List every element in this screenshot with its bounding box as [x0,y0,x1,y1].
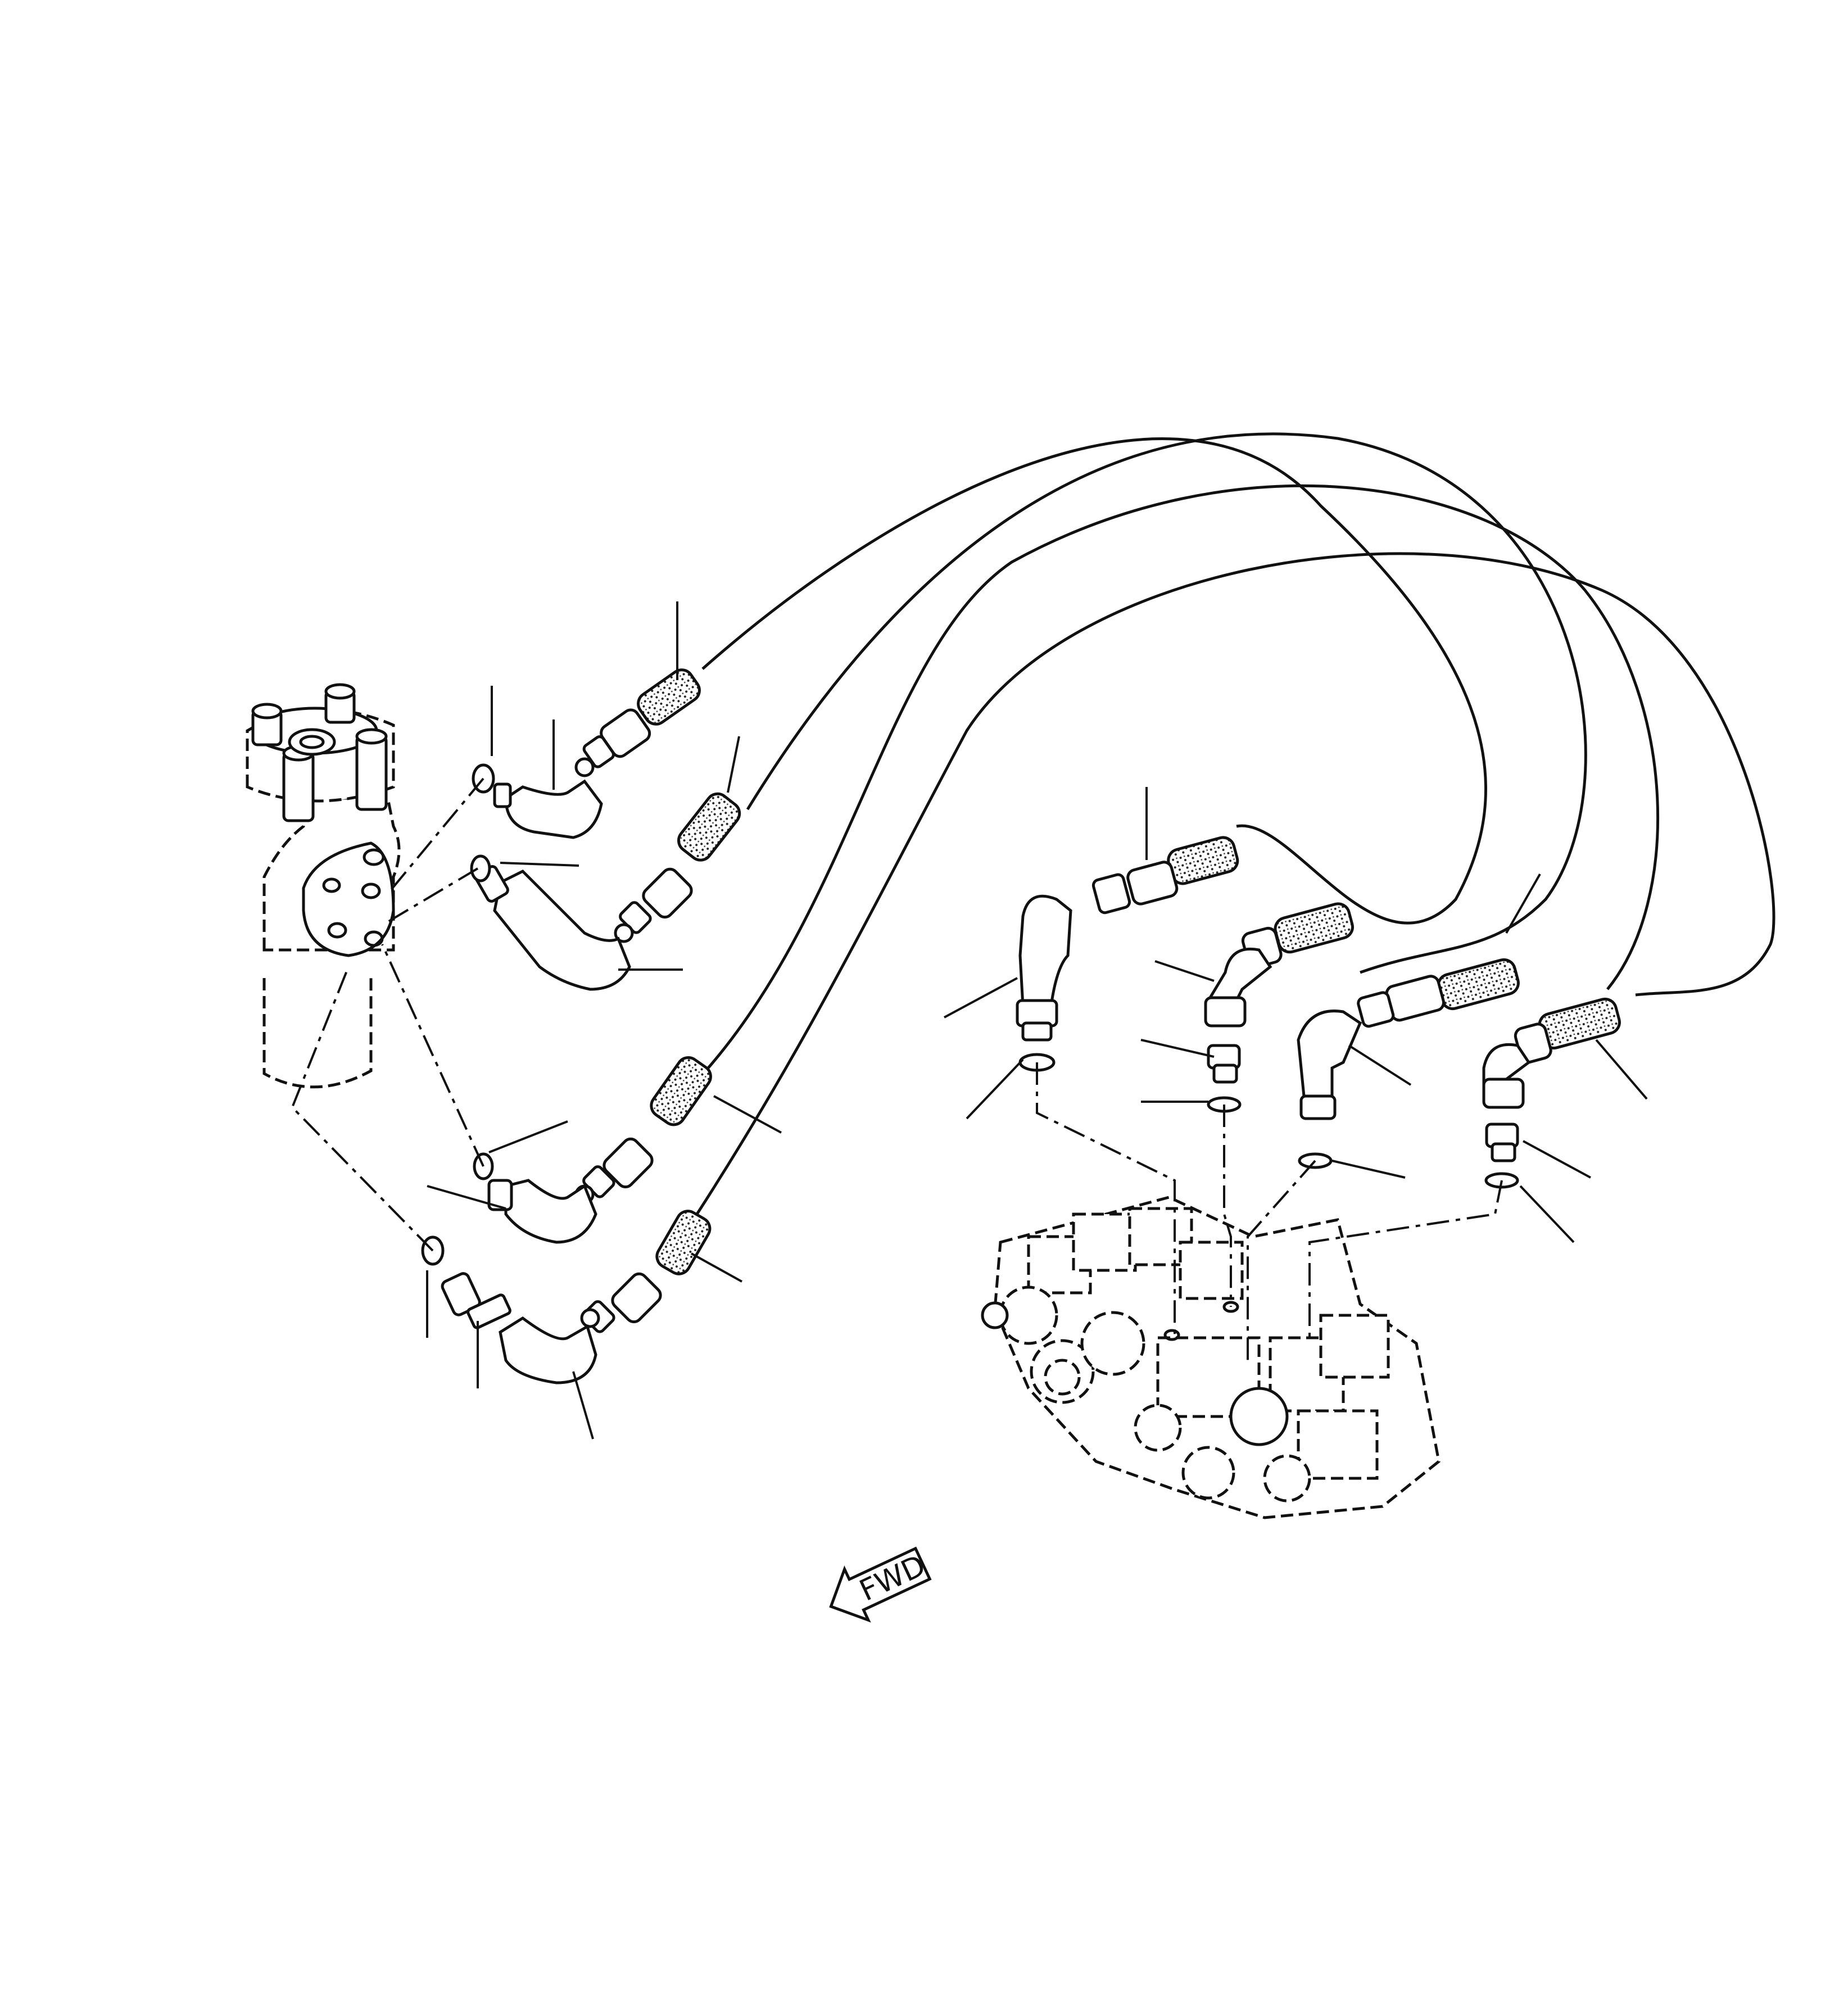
hose-3 [707,484,1660,1069]
bolt-head [251,703,283,746]
bolt-head [282,745,315,822]
control-valve [981,1196,1441,1519]
o-ring [470,854,491,882]
elbow-fitting [499,1316,597,1384]
hose-fitting-lower-2 [580,1210,712,1333]
elbow-fitting [493,779,603,839]
steering-valve [246,683,401,1089]
elbow-fitting [1204,947,1272,1028]
elbow-fitting [1297,1010,1362,1120]
adapter [1207,1044,1241,1084]
hose-1 [701,437,1487,925]
elbow-fitting [1016,894,1072,1042]
fwd-label: FWD [855,1549,931,1608]
hose-fitting-right-3 [1357,958,1520,1028]
hose-4 [695,552,1775,1215]
elbow-fitting [474,865,631,991]
hose-fitting-right-4 [1514,997,1621,1064]
leader-lines [426,601,1648,1440]
hose-fitting-upper-2 [614,792,741,943]
bolt-head [324,683,356,724]
elbow-fitting [487,1179,597,1244]
fwd-arrow-icon: FWD [829,1546,932,1623]
adapter [1485,1123,1519,1162]
hose-fitting-upper-1 [574,668,701,777]
bolt-head [355,728,388,811]
hose-fitting-right-1 [1091,836,1239,915]
adapter [441,1272,511,1329]
hose-fitting-lower-1 [574,1056,712,1205]
connector-lines [291,777,1503,1360]
elbow-fitting [1482,1043,1531,1109]
